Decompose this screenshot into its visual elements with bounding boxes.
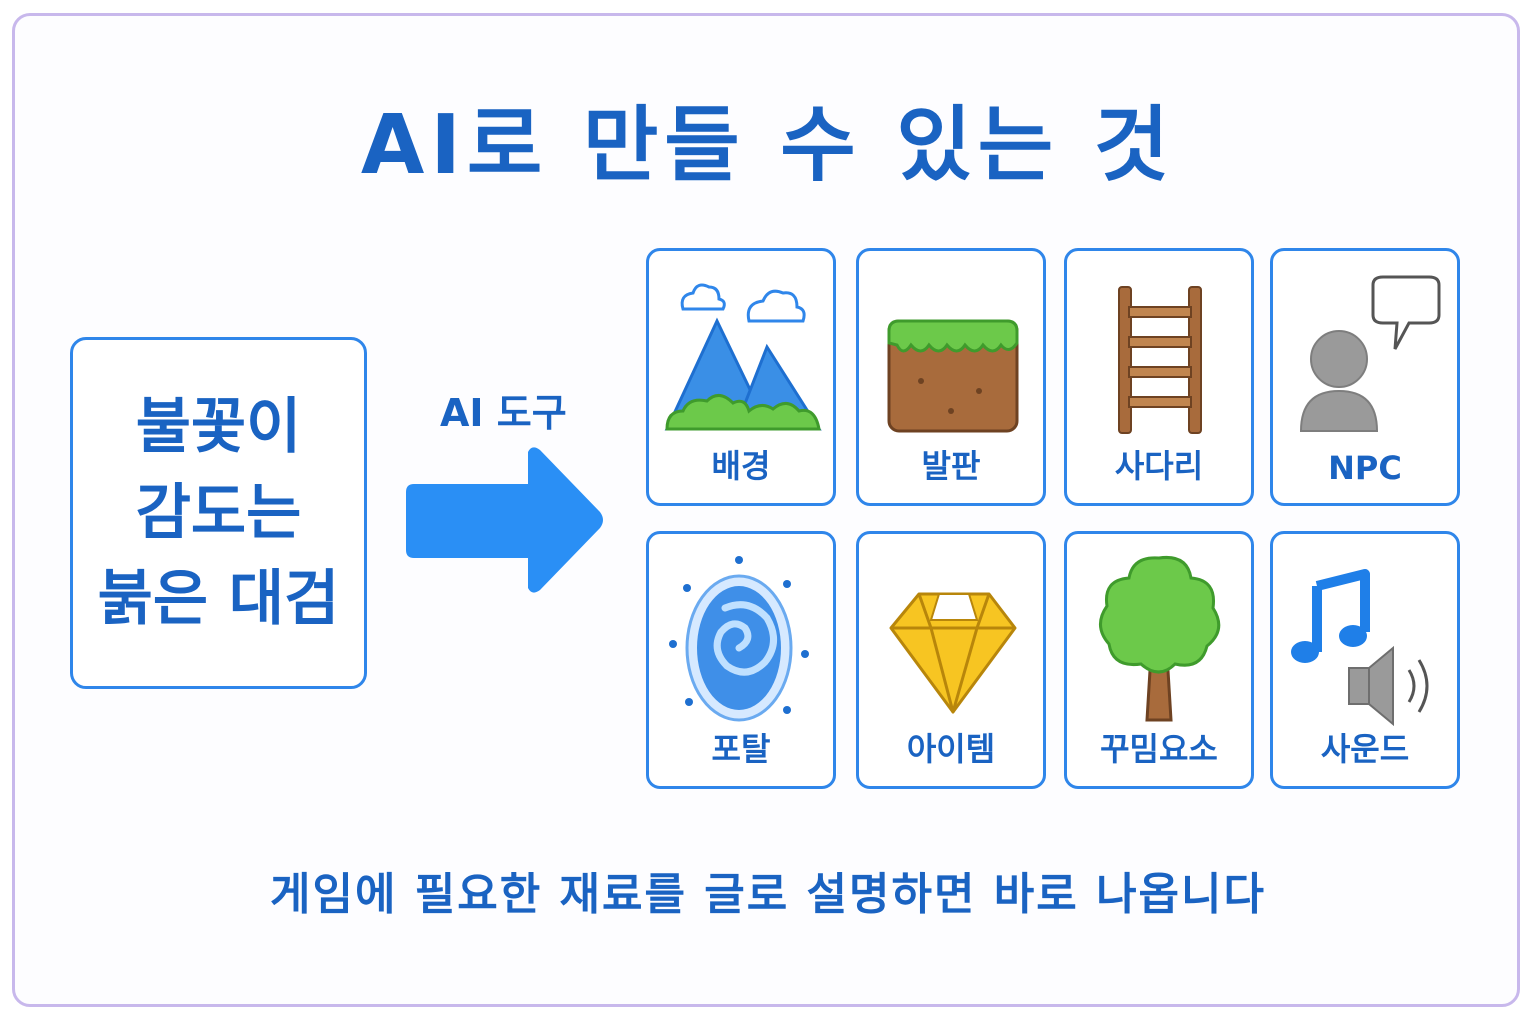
card-label-portal: 포탈 [711,730,771,768]
prompt-line-1: 불꽃이 [135,392,302,462]
card-label-background: 배경 [711,447,771,485]
card-label-platform: 발판 [921,447,981,485]
card-ladder: 사다리 [1064,248,1254,506]
card-label-npc: NPC [1328,449,1402,487]
card-background: 배경 [646,248,836,506]
tree-icon [1099,555,1221,722]
card-portal: 포탈 [646,531,836,789]
footer-caption: 게임에 필요한 재료를 글로 설명하면 바로 나옵니다 [270,869,1266,920]
card-sound: 사운드 [1270,531,1460,789]
grass-block-icon [887,319,1019,433]
card-label-decoration: 꾸밈요소 [1100,730,1218,768]
page-title: AI로 만들 수 있는 것 [360,98,1176,193]
prompt-box: 불꽃이 감도는 붉은 대검 [70,337,367,689]
prompt-line-2: 감도는 [135,478,302,548]
card-label-ladder: 사다리 [1114,447,1204,485]
landscape-icon [664,283,822,431]
person-speech-icon [1299,275,1441,432]
card-item: 아이템 [856,531,1046,789]
card-label-sound: 사운드 [1320,730,1410,768]
prompt-line-3: 붉은 대검 [97,564,340,634]
music-speaker-icon [1291,569,1429,727]
portal-icon [669,556,809,722]
card-platform: 발판 [856,248,1046,506]
ladder-icon [1118,286,1202,434]
card-label-item: 아이템 [906,730,996,768]
card-decoration: 꾸밈요소 [1064,531,1254,789]
ai-tool-label: AI 도구 [440,391,567,435]
gem-icon [889,592,1017,714]
right-arrow-icon [406,447,603,593]
card-npc: NPC [1270,248,1460,506]
